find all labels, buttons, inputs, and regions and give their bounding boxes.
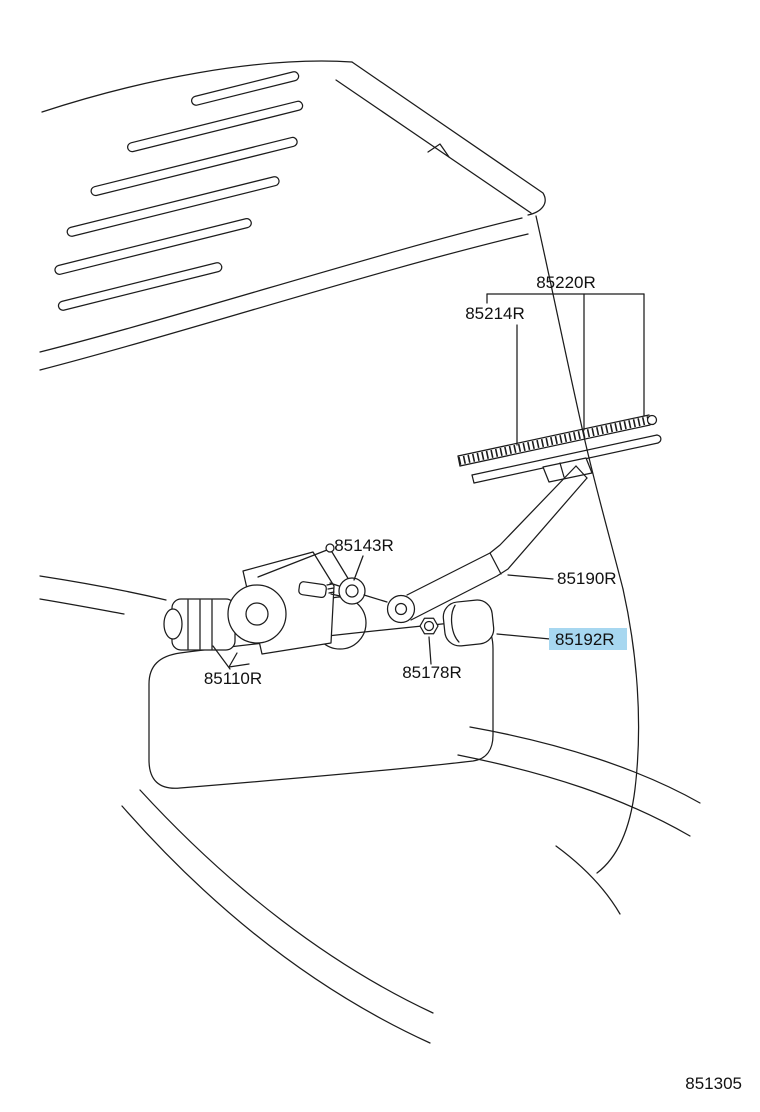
- highlight-85192R: [549, 628, 627, 650]
- arm-pivot-drawing: [386, 594, 416, 624]
- wiper-blade-drawing: [457, 414, 662, 484]
- leader-line-85190R: [507, 574, 554, 580]
- leader-line-85192R: [496, 633, 551, 640]
- part-label-85143R[interactable]: 85143R: [334, 536, 394, 555]
- wiper-motor-drawing: [163, 543, 367, 668]
- leader-line-85178R: [428, 636, 432, 665]
- pivot-grommet-drawing: [329, 577, 388, 605]
- part-label-85192R[interactable]: 85192R: [555, 630, 615, 649]
- vehicle-body-lines: [39, 60, 701, 1044]
- part-label-85178R[interactable]: 85178R: [402, 663, 462, 682]
- pivot-nut-drawing: [419, 617, 439, 635]
- tailgate-recess: [148, 620, 494, 789]
- drawing-number: 851305: [685, 1074, 742, 1093]
- part-label-85190R[interactable]: 85190R: [557, 569, 617, 588]
- roof-slats: [54, 71, 304, 311]
- part-label-85220R[interactable]: 85220R: [536, 273, 596, 292]
- part-label-85110R[interactable]: 85110R: [204, 669, 262, 688]
- leader-line-85110R: [212, 645, 231, 670]
- pivot-cap-drawing: [442, 599, 495, 647]
- part-label-85214R[interactable]: 85214R: [465, 304, 525, 323]
- wiper-arm-drawing: [406, 465, 588, 621]
- leader-line-85143R: [353, 555, 364, 581]
- leader-lines: [212, 293, 645, 670]
